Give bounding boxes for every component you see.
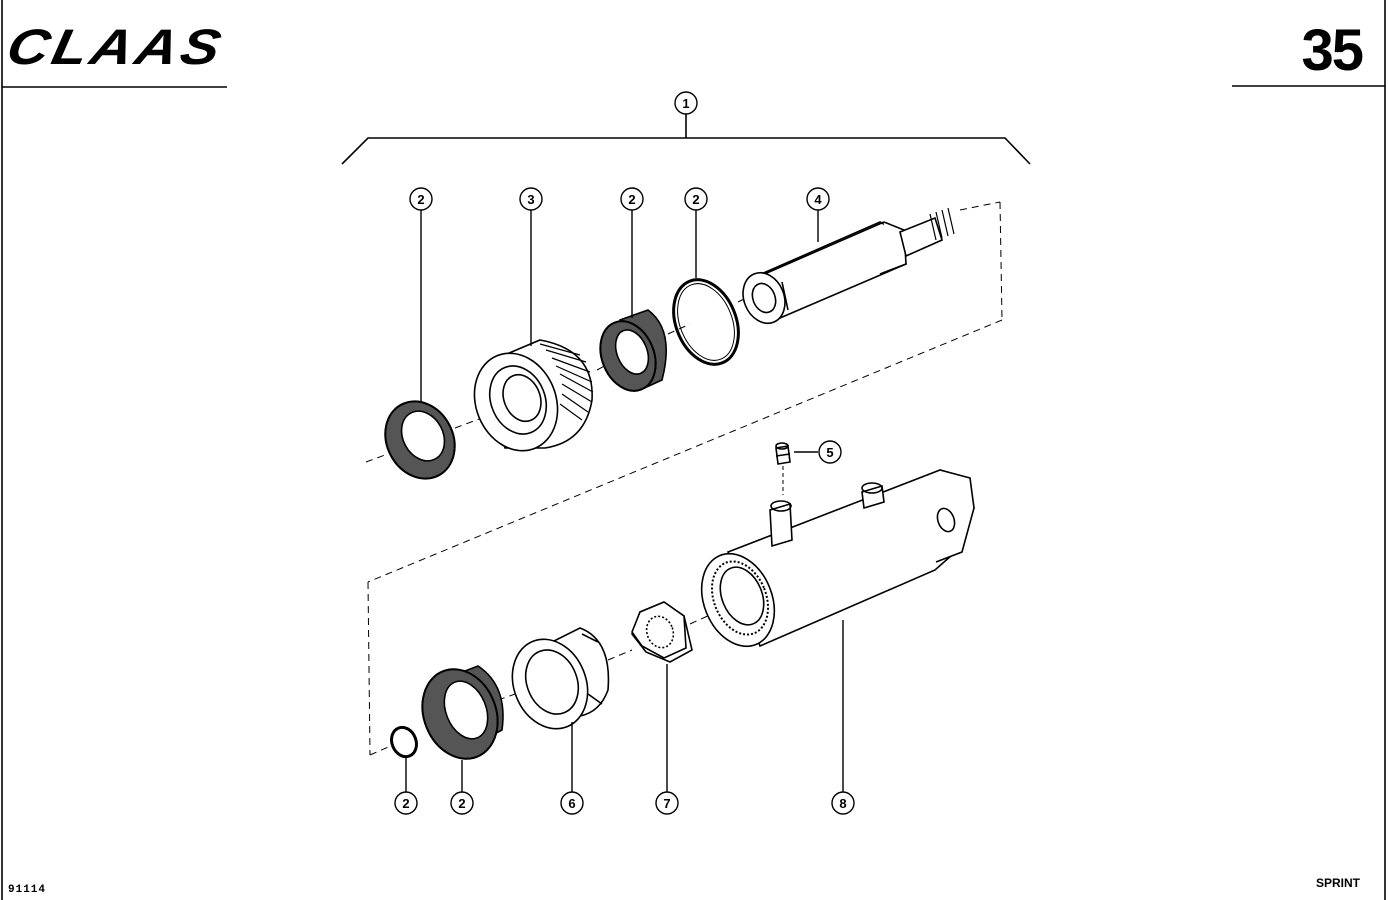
callout-piston-rod: 4	[814, 192, 822, 207]
callout-grease-nipple: 5	[826, 445, 833, 460]
hex-nut	[631, 601, 693, 663]
cylinder-tube	[700, 469, 975, 648]
callout-nut: 7	[663, 796, 670, 811]
grease-nipple	[775, 442, 791, 495]
piston-rod	[742, 207, 955, 325]
callout-cylinder-tube: 8	[839, 796, 846, 811]
callout-seal-upper-left: 2	[417, 192, 424, 207]
assembly-bracket	[341, 114, 1031, 165]
page-number: 35	[1301, 18, 1363, 83]
o-ring-lower	[390, 725, 418, 759]
seal-upper-left	[384, 400, 456, 480]
callout-circles	[394, 91, 855, 815]
piston	[511, 627, 610, 730]
guide-bush	[473, 339, 594, 452]
seal-upper-mid	[599, 309, 668, 392]
callout-guide-bush: 3	[527, 192, 534, 207]
leader-lines	[405, 210, 844, 792]
callout-piston: 6	[568, 796, 575, 811]
callout-o-ring-lower: 2	[402, 796, 409, 811]
model-name: SPRINT	[1315, 876, 1360, 890]
o-ring-upper	[672, 278, 740, 366]
drawing-id: 91114	[8, 884, 47, 896]
seal-lower	[421, 665, 504, 760]
callout-seal-lower: 2	[458, 796, 465, 811]
callout-o-ring-upper: 2	[692, 192, 699, 207]
callout-assembly: 1	[682, 96, 689, 111]
callout-seal-upper-mid: 2	[628, 192, 635, 207]
